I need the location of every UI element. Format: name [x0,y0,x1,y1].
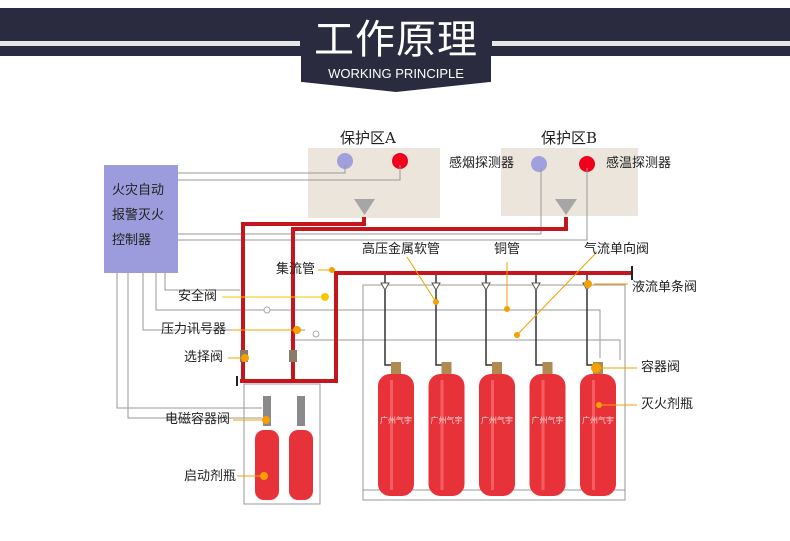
label-container-valve: 容器阀 [641,360,681,375]
zone-b-smoke-detector-icon [531,156,547,172]
agent-cylinder: 广州气宇 [378,362,414,496]
label-hp-hose: 高压金属软管 [362,242,441,257]
signal-wires [116,165,626,505]
container-valve-icon [492,362,502,374]
liquid-check-valve-icon [380,282,390,292]
cylinder-body [529,374,566,496]
controller-label-line-2: 报警灭火 [112,208,165,223]
label-heat-detector: 感温探测器 [606,156,672,171]
selector-valve-icon [289,350,297,362]
cylinder-body [289,430,313,500]
cylinder-body [255,430,279,500]
controller-label-line-3: 控制器 [112,233,152,248]
label-collector-pipe: 集流管 [276,262,316,277]
label-safety-valve: 安全阀 [178,289,218,304]
fire-alarm-controller [104,165,178,273]
zone-a-nozzle-icon [354,199,375,215]
liquid-check-valve-icon [481,282,491,292]
agent-cylinder: 广州气宇 [529,362,566,496]
solenoid-valve-icon [297,396,305,426]
container-valve-icon [542,362,553,374]
container-valve-icon [391,362,401,374]
cylinder-body [428,374,465,496]
agent-cylinder: 广州气宇 [580,362,616,496]
callout-lines [222,252,637,477]
banner-stripe-left [0,41,300,46]
agent-cylinder: 广州气宇 [428,362,465,496]
callout-dots [241,267,602,480]
cylinder-body [378,374,414,496]
page-subtitle: WORKING PRINCIPLE [328,66,464,81]
zone-a-box [308,148,440,218]
label-solenoid-valve: 电磁容器阀 [165,412,231,427]
label-pilot-cylinder: 启动剂瓶 [184,469,237,484]
container-valve-icon [441,362,452,374]
cylinder-highlight [541,380,545,490]
label-selector-valve: 选择阀 [184,350,224,365]
solenoid-valve-icon [263,396,271,426]
agent-cylinders: 广州气宇 广州气宇 广州气宇 广州气宇 广州气宇 [378,362,616,496]
cylinder-highlight [592,380,595,490]
zone-a-smoke-detector-icon [337,153,353,169]
cylinder-highlight [390,380,393,490]
zone-a-heat-detector-icon [392,153,408,169]
cylinder-highlight [491,380,494,490]
cylinder-brand-label: 广州气宇 [431,415,463,425]
agent-hoses [380,275,597,366]
pilot-cylinders [255,396,313,500]
label-smoke-detector: 感烟探测器 [449,156,515,171]
pilot-cylinder [289,396,313,500]
liquid-check-valve-icon [531,282,541,292]
zone-b-title: 保护区B [541,129,598,147]
red-pipes [240,217,632,383]
liquid-check-valve-icon [431,282,441,292]
zone-b-nozzle-icon [555,199,577,215]
zone-b-heat-detector-icon [579,156,595,172]
title-badge [301,8,491,92]
label-agent-cylinder: 灭火剂瓶 [641,397,694,412]
label-copper-pipe: 铜管 [494,242,521,257]
cylinder-highlight [440,380,444,490]
cylinder-body [479,374,515,496]
pilot-cylinder [255,396,279,500]
banner-stripe-right [492,41,790,46]
agent-cylinder: 广州气宇 [479,362,515,496]
cylinder-brand-label: 广州气宇 [380,415,412,425]
label-pressure-switch: 压力讯号器 [161,322,227,337]
zone-a-title: 保护区A [340,129,396,147]
controller-label-line-1: 火灾自动 [112,183,165,198]
label-liquid-check-valve: 液流单条阀 [632,280,698,295]
label-gas-check-valve: 气流单向阀 [584,242,650,257]
page-title: 工作原理 [314,17,478,63]
cylinder-brand-label: 广州气宇 [582,415,614,425]
cylinder-brand-label: 广州气宇 [532,415,564,425]
gas-check-valve-icon [263,306,271,314]
cylinder-brand-label: 广州气宇 [481,415,513,425]
gas-check-valve-icon [312,330,320,338]
cylinder-body [580,374,616,496]
